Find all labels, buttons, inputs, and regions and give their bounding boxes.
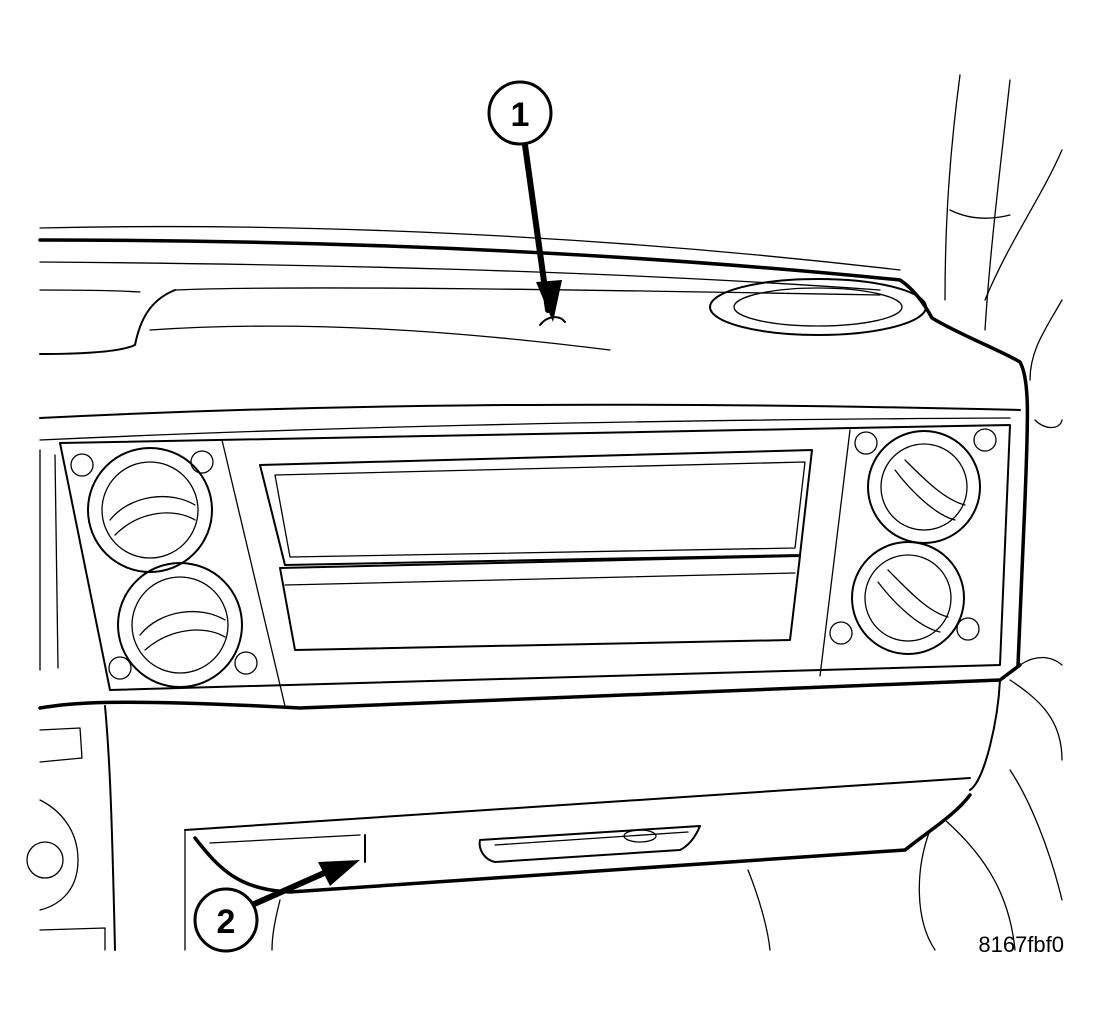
glove-box [184, 793, 1016, 951]
dash-top-pad [38, 225, 1030, 667]
callout-2-label: 2 [217, 903, 236, 941]
callout-1-label: 1 [511, 96, 530, 134]
left-bezel-screws [70, 450, 258, 680]
left-vent-lower [117, 562, 243, 688]
right-vent-upper [867, 430, 981, 544]
speaker-grille [709, 278, 927, 336]
right-vent-lower [851, 541, 965, 655]
callout-2-arrowhead [318, 860, 360, 886]
right-bezel-screws [829, 428, 997, 645]
left-vent-upper [87, 447, 213, 573]
callout-1-arrowhead [536, 280, 562, 322]
lower-dash [26, 656, 1063, 951]
figure-id: 8167fbf0 [978, 932, 1064, 957]
right-pillar [944, 74, 1063, 429]
callout-2: 2 [193, 860, 360, 953]
center-bezel [39, 424, 1011, 707]
callout-1: 1 [487, 80, 566, 326]
